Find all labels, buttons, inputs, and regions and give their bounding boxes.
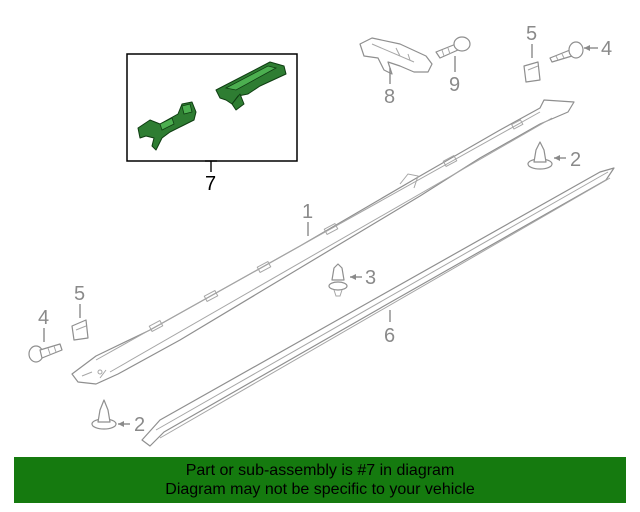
banner-line-1: Part or sub-assembly is #7 in diagram	[185, 462, 455, 479]
notice-banner: Part or sub-assembly is #7 in diagram Di…	[14, 457, 626, 503]
callout-3: 3	[365, 267, 376, 289]
part-7-upper-bracket	[215, 61, 287, 111]
callout-5-right: 5	[526, 23, 537, 45]
callout-1: 1	[302, 201, 313, 223]
banner-line-2: Diagram may not be specific to your vehi…	[165, 481, 475, 498]
callout-7: 7	[205, 173, 216, 195]
leader-arrow-2-right	[554, 155, 560, 161]
leader-arrow-3	[350, 274, 356, 280]
callout-5-left: 5	[74, 283, 85, 305]
callout-8: 8	[384, 86, 395, 108]
part-5-right-clip	[523, 61, 541, 83]
part-1-rocker-molding	[71, 99, 575, 385]
callout-4-left: 4	[38, 307, 49, 329]
part-2-right-pin	[527, 141, 553, 170]
leader-arrow-2-left	[118, 421, 124, 427]
part-8-bracket	[359, 37, 433, 75]
leader-arrow-4-right	[584, 45, 590, 51]
part-9-screw	[435, 36, 471, 59]
part-4-right-screw	[549, 41, 584, 63]
callout-4-right: 4	[601, 38, 612, 60]
callout-6: 6	[384, 325, 395, 347]
callout-9: 9	[449, 74, 460, 96]
part-7-lower-clip	[137, 101, 197, 151]
part-2-left-pin	[91, 399, 117, 430]
part-5-left-clip	[71, 319, 89, 341]
callout-2-right: 2	[570, 149, 581, 171]
callout-2-left: 2	[134, 414, 145, 436]
part-3-clip	[328, 263, 348, 297]
part-6-trim-strip	[141, 167, 615, 447]
part-4-left-screw	[28, 343, 63, 363]
